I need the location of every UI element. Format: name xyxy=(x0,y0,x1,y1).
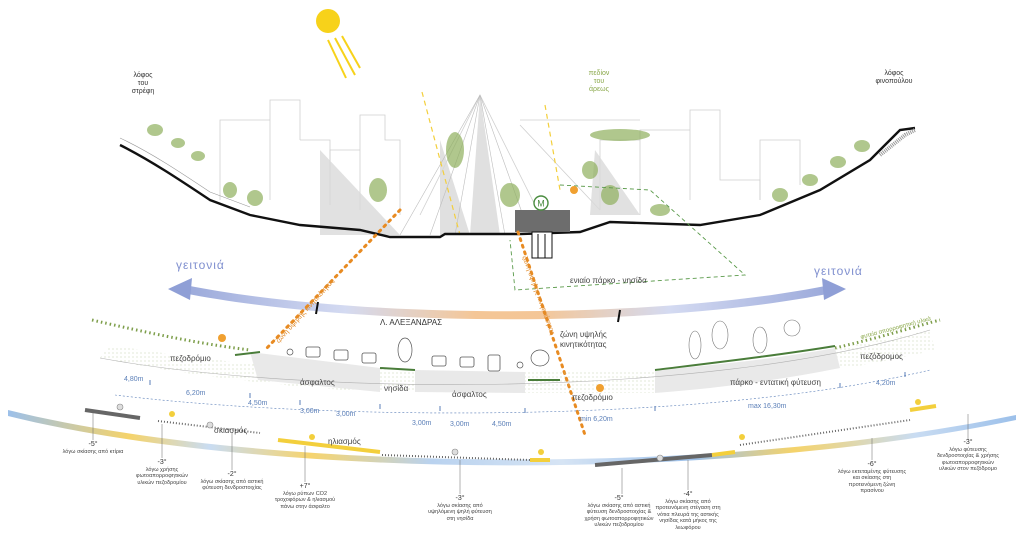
note-2-text: λόγω χρήσης φωτοαπορροφητικών υλικών πεζ… xyxy=(136,466,188,486)
note-6-text: λόγω σκίασης από αστική φύτευση δενδροστ… xyxy=(584,502,654,529)
park-strip-label: ενιαίο πάρκο - νησίδα xyxy=(570,276,647,285)
measure-11: 4,20m xyxy=(876,380,896,387)
measure-10: max 16,30m xyxy=(748,403,787,410)
measurement-ticks xyxy=(149,372,906,413)
perspective-lines xyxy=(399,94,531,236)
note-9: -3° λόγω φύτευσης δενδροστοιχίας & χρήση… xyxy=(933,439,1003,473)
high-mobility-label: ζώνη υψηλής κινητικότητας xyxy=(560,330,607,350)
shade-label: σκιασμός xyxy=(214,426,248,435)
note-8-temp: -6° xyxy=(867,461,877,468)
hill-left-line-1: λόφος xyxy=(133,72,153,79)
trees xyxy=(147,124,870,216)
park-outline xyxy=(509,184,747,291)
avenue-label: Λ. ΑΛΕΞΑΝΔΡΑΣ xyxy=(380,318,443,327)
surface-sidewalk-left: πεζοδρόμιο xyxy=(170,354,211,363)
note-4: +7° λόγω ρύπων CO2 τροχοφόρων & ηλιασμού… xyxy=(270,483,340,510)
high-mobility-line-1: ζώνη υψηλής xyxy=(560,330,607,339)
metro-symbol: M xyxy=(537,199,545,209)
note-3: -2° λόγω σκίασης από αστική φύτευση δενδ… xyxy=(197,471,267,492)
green-fringe-right xyxy=(834,318,941,350)
shade-sun-bars xyxy=(84,399,937,467)
temperature-band xyxy=(8,410,1016,466)
surface-asphalt-left: άσφαλτος xyxy=(300,378,335,387)
street-plan xyxy=(99,186,935,414)
ground-profile xyxy=(119,126,916,239)
sun-icon xyxy=(316,9,361,79)
note-3-text: λόγω σκίασης από αστική φύτευση δενδροστ… xyxy=(200,478,264,492)
note-4-temp: +7° xyxy=(299,483,311,490)
neighborhood-label-right: γειτονιά xyxy=(814,264,863,278)
note-7: -4° λόγω σκίασης από προτεινόμενη στέγασ… xyxy=(653,491,723,531)
note-1-text: λόγω σκίασης από κτίρια xyxy=(62,448,124,455)
note-2: -3° λόγω χρήσης φωτοαπορροφητικών υλικών… xyxy=(127,459,197,486)
surface-sidewalk-center: πεζοδρόμιο xyxy=(572,393,613,402)
note-8-text: λόγω εκτεταμένης φύτευσης και σκίασης στ… xyxy=(837,468,907,495)
hill-left-line-2: του xyxy=(137,80,149,87)
note-6: -5° λόγω σκίασης από αστική φύτευση δενδ… xyxy=(584,495,654,529)
hill-label-center: πεδίον του άρεως xyxy=(584,70,614,94)
note-6-temp: -5° xyxy=(614,495,624,502)
note-1: -5° λόγω σκίασης από κτίρια xyxy=(58,441,128,455)
surface-sidewalk-right: πεζόδρομος xyxy=(860,352,903,361)
green-fringe-left xyxy=(91,318,251,352)
note-7-text: λόγω σκίασης από προτεινόμενη στέγαση στ… xyxy=(655,498,721,531)
hill-center-line-1: πεδίον xyxy=(588,70,610,77)
sun-rays xyxy=(421,91,561,236)
measure-6: 3,00m xyxy=(412,420,432,427)
measure-5: 3,00m xyxy=(336,411,356,418)
mobility-lines xyxy=(263,208,587,437)
note-leaders xyxy=(92,413,969,494)
note-1-temp: -5° xyxy=(88,441,98,448)
measure-1: 4,80m xyxy=(124,376,144,383)
note-7-temp: -4° xyxy=(683,491,693,498)
hill-center-line-2: του xyxy=(593,78,605,85)
neighborhood-arrow xyxy=(168,278,846,323)
hill-center-line-3: άρεως xyxy=(589,86,609,93)
note-5-text: λόγω σκίασης από υψηλόμενη ψηλή φύτευση … xyxy=(428,502,492,522)
surface-asphalt-right: άσφαλτος xyxy=(452,390,487,399)
hill-right-line-2: φινοπούλου xyxy=(875,78,913,85)
note-9-text: λόγω φύτευσης δενδροστοιχίας & χρήσης φω… xyxy=(936,446,1000,473)
measure-3: 4,50m xyxy=(248,400,268,407)
note-4-text: λόγω ρύπων CO2 τροχοφόρων & ηλιασμού πάν… xyxy=(274,490,336,510)
hill-label-right: λόφος φινοπούλου xyxy=(868,70,920,86)
measure-2: 6,20m xyxy=(186,390,206,397)
note-8: -6° λόγω εκτεταμένης φύτευσης και σκίαση… xyxy=(837,461,907,495)
note-9-temp: -3° xyxy=(963,439,973,446)
note-2-temp: -3° xyxy=(157,459,167,466)
high-mobility-line-2: κινητικότητας xyxy=(560,340,607,349)
measure-8: 4,50m xyxy=(492,421,512,428)
metro-station: M xyxy=(515,195,570,259)
measure-4: 3,00m xyxy=(300,408,320,415)
surface-park: πάρκο - εντατική φύτευση xyxy=(730,378,821,387)
note-5-temp: -3° xyxy=(455,495,465,502)
note-5: -3° λόγω σκίασης από υψηλόμενη ψηλή φύτε… xyxy=(425,495,495,522)
surface-island: νησίδα xyxy=(384,384,409,393)
measure-7: 3,00m xyxy=(450,421,470,428)
note-3-temp: -2° xyxy=(227,471,237,478)
sunlit-label: ηλιασμός xyxy=(328,437,361,446)
hill-label-left: λόφος του στρέφη xyxy=(128,72,158,96)
hill-right-line-1: λόφος xyxy=(884,70,904,77)
hill-left-line-3: στρέφη xyxy=(131,88,155,95)
neighborhood-label-left: γειτονιά xyxy=(176,258,225,272)
measure-9: min 6,20m xyxy=(580,416,613,423)
